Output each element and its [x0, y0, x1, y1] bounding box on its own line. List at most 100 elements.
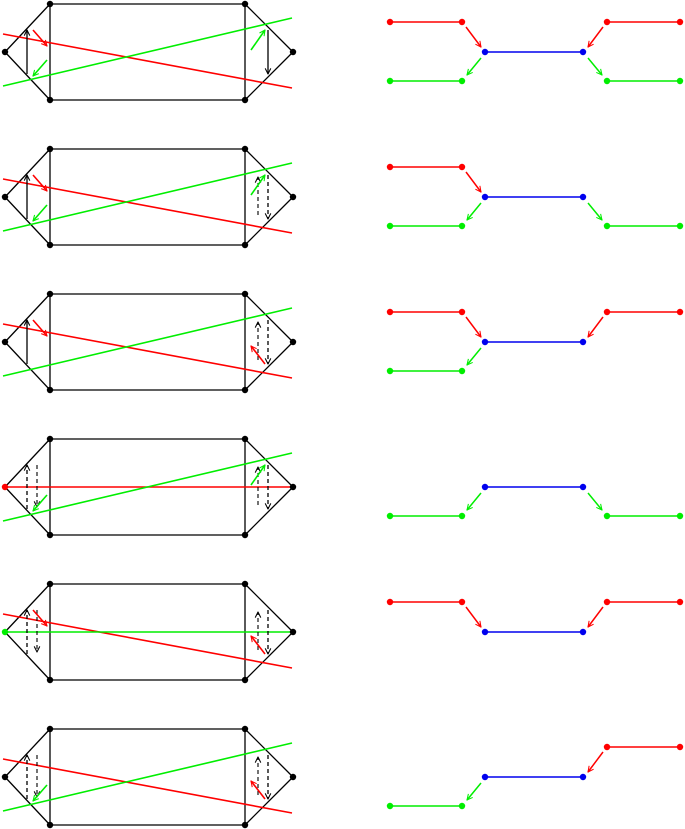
green-node-left-outer	[386, 77, 394, 85]
graph-edge-left-lower	[4, 196, 51, 246]
red-node-left-outer	[386, 18, 394, 26]
green-path-arrow-right	[587, 202, 602, 220]
graph-edge-right-upper	[244, 293, 294, 343]
right-green-arrow	[250, 465, 265, 486]
red-path-arrow-right	[588, 751, 604, 772]
red-node-right-outer	[676, 18, 684, 26]
blue-node-right	[579, 483, 587, 491]
graph-vertex-left	[1, 193, 9, 201]
red-node-right-inner	[603, 743, 611, 751]
right-green-arrow	[250, 30, 265, 51]
green-node-right-inner	[603, 222, 611, 230]
graph-vertex-bottom-left	[46, 386, 54, 394]
graph-edge-left-upper	[4, 583, 51, 633]
green-path-arrow-right	[587, 492, 602, 510]
graph-vertex-top-right	[241, 145, 249, 153]
graph-vertex-left	[1, 628, 9, 636]
graph-vertex-left	[1, 773, 9, 781]
graph-edge-left-upper	[4, 148, 51, 198]
graph-vertex-top-left	[46, 290, 54, 298]
graph-vertex-top-left	[46, 145, 54, 153]
graph-vertex-bottom-right	[241, 96, 249, 104]
right-red-arrow	[251, 636, 266, 655]
graph-edge-left-upper	[4, 3, 51, 53]
graph-vertex-right	[289, 48, 297, 56]
green-node-left-inner	[458, 512, 466, 520]
red-node-right-inner	[603, 308, 611, 316]
red-crossing-line	[2, 323, 293, 379]
red-crossing-line	[2, 33, 293, 89]
graph-vertex-bottom-right	[241, 531, 249, 539]
green-crossing-line	[2, 452, 293, 522]
green-crossing-line	[2, 742, 293, 812]
graph-edge-right-upper	[244, 438, 294, 488]
right-red-arrow	[251, 781, 266, 800]
blue-node-left	[481, 48, 489, 56]
green-crossing-line	[2, 17, 293, 87]
graph-edge-right-upper	[244, 728, 294, 778]
green-path-arrow-left	[467, 782, 482, 800]
green-node-right-inner	[603, 512, 611, 520]
right-green-arrow	[250, 175, 265, 196]
graph-vertex-bottom-right	[241, 241, 249, 249]
left-red-arrow	[32, 609, 47, 626]
green-crossing-line	[2, 307, 293, 377]
graph-vertex-right	[289, 628, 297, 636]
green-node-left-outer	[386, 222, 394, 230]
blue-node-right	[579, 193, 587, 201]
blue-node-left	[481, 193, 489, 201]
graph-vertex-left	[1, 338, 9, 346]
red-node-right-inner	[603, 18, 611, 26]
left-green-arrow	[33, 59, 48, 76]
graph-vertex-bottom-left	[46, 531, 54, 539]
left-red-arrow	[32, 174, 47, 191]
left-red-arrow	[32, 319, 47, 336]
red-node-left-outer	[386, 308, 394, 316]
graph-vertex-bottom-left	[46, 821, 54, 829]
green-path-arrow-left	[467, 202, 482, 220]
graph-edge-left-upper	[4, 438, 51, 488]
blue-node-right	[579, 628, 587, 636]
red-node-left-inner	[458, 163, 466, 171]
red-path-arrow-left	[465, 606, 481, 627]
red-path-arrow-left	[465, 171, 481, 192]
graph-edge-right-lower	[244, 631, 294, 681]
red-node-left-outer	[386, 598, 394, 606]
left-green-arrow	[33, 204, 48, 221]
graph-vertex-right	[289, 773, 297, 781]
graph-vertex-right	[289, 193, 297, 201]
left-red-arrow	[32, 29, 47, 46]
graph-vertex-top-right	[241, 725, 249, 733]
graph-vertex-bottom-left	[46, 96, 54, 104]
graph-vertex-bottom-right	[241, 821, 249, 829]
red-crossing-line	[2, 758, 293, 814]
green-path-arrow-left	[467, 57, 482, 75]
blue-node-left	[481, 338, 489, 346]
graph-vertex-right	[289, 483, 297, 491]
green-path-arrow-left	[467, 347, 482, 365]
graph-vertex-top-right	[241, 290, 249, 298]
graph-edge-left-lower	[4, 51, 51, 101]
red-node-right-inner	[603, 598, 611, 606]
graph-vertex-left	[1, 48, 9, 56]
graph-edge-left-upper	[4, 728, 51, 778]
blue-node-right	[579, 48, 587, 56]
red-node-right-outer	[676, 308, 684, 316]
blue-node-right	[579, 338, 587, 346]
graph-edge-right-upper	[244, 583, 294, 633]
blue-node-right	[579, 773, 587, 781]
green-node-right-outer	[676, 222, 684, 230]
graph-edge-right-upper	[244, 3, 294, 53]
green-node-left-outer	[386, 802, 394, 810]
graph-edge-right-lower	[244, 51, 294, 101]
blue-node-left	[481, 628, 489, 636]
graph-vertex-top-right	[241, 0, 249, 8]
right-red-arrow	[251, 346, 266, 365]
graph-vertex-top-left	[46, 0, 54, 8]
red-node-left-outer	[386, 163, 394, 171]
graph-vertex-top-left	[46, 580, 54, 588]
green-node-left-outer	[386, 512, 394, 520]
red-node-left-inner	[458, 18, 466, 26]
